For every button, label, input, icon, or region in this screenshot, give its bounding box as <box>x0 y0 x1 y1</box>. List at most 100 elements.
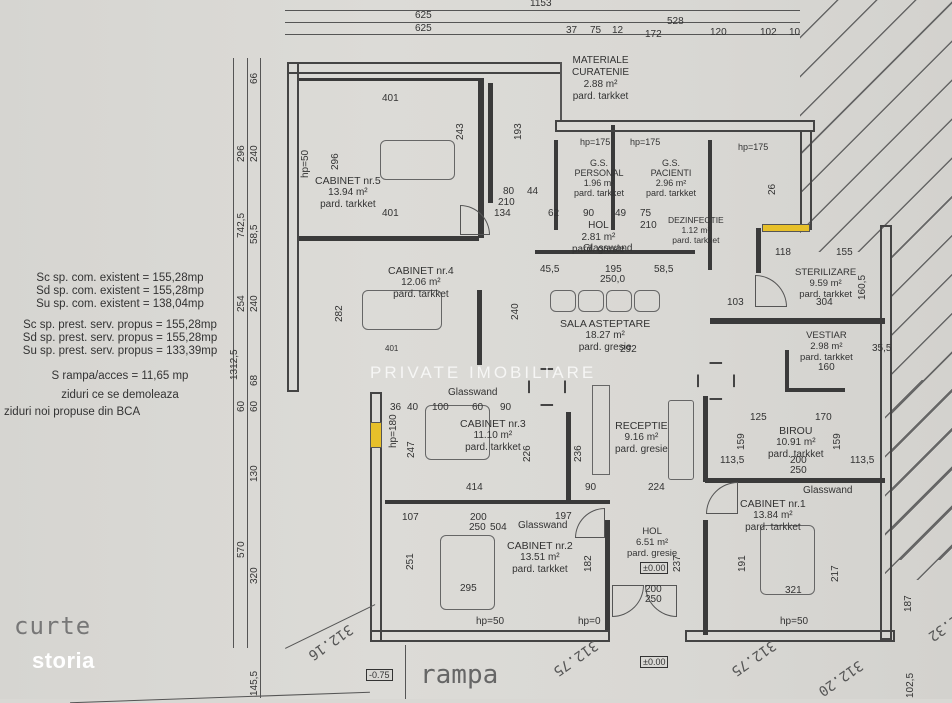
dim: 120 <box>710 27 727 38</box>
storia-logo: storia <box>32 648 95 673</box>
courtyard-label: curte <box>14 612 92 640</box>
dim: 155 <box>836 247 853 258</box>
dim: 210 <box>640 220 657 231</box>
room-area: 6.51 m² <box>635 537 669 548</box>
level-marker-interior: ±0.00 <box>640 562 669 574</box>
dim: hp=180 <box>388 414 399 448</box>
legend-demolish: ziduri ce se demoleaza <box>61 389 179 401</box>
waiting-chair <box>606 290 632 312</box>
door-swing <box>575 508 605 538</box>
dim: 296 <box>236 145 247 162</box>
outer-wall-bottom-right <box>685 630 895 642</box>
door-swing <box>612 585 644 617</box>
dim: 118 <box>775 247 791 258</box>
glasswand-label: Glasswand <box>518 520 568 531</box>
room-area: 9.59 m² <box>809 278 842 289</box>
room-area: 13.84 m² <box>753 510 793 521</box>
dim: 250 <box>469 522 486 533</box>
waiting-chair <box>578 290 604 312</box>
dim: 10 <box>789 27 801 38</box>
dim-line-left-inner <box>260 58 261 698</box>
dim: 401 <box>382 208 399 219</box>
dim: 282 <box>334 305 345 322</box>
wall-vestiar-left <box>785 350 789 390</box>
room-area: 2.98 m² <box>810 341 843 352</box>
room-cabinet-5: CABINET nr.5 13.94 m² pard. tarkket <box>315 175 381 211</box>
dim-row2-right: 528 <box>667 16 684 27</box>
wall-hol-left <box>535 250 695 254</box>
dim: 103 <box>727 297 744 308</box>
dim: 60 <box>472 402 484 413</box>
dim-line-total <box>285 10 800 11</box>
dim: 240 <box>249 145 260 162</box>
room-area: 10.91 m² <box>776 437 816 448</box>
dim: 160 <box>818 362 835 373</box>
dim: 107 <box>402 512 419 523</box>
wall-c3-right <box>566 412 571 504</box>
glasswand-label: Glasswand <box>803 485 853 496</box>
room-sterilizare: STERILIZARE 9.59 m² pard. tarkket <box>795 267 856 300</box>
wall-c5-top <box>299 78 479 81</box>
dim: 45,5 <box>540 264 560 275</box>
door-swing <box>706 482 738 514</box>
legend-line: Sc sp. prest. serv. propus = 155,28mp <box>23 319 217 331</box>
dim-line-row2 <box>285 22 800 23</box>
dental-chair-c3 <box>425 405 490 460</box>
elevation-label: 312.75 <box>727 636 779 680</box>
wall-wc-mid <box>611 125 615 230</box>
dim: 414 <box>466 482 483 493</box>
room-floor: pard. tarkket <box>646 188 697 198</box>
room-area: 2.88 m² <box>583 79 618 90</box>
reception-desk <box>592 385 610 475</box>
dim: hp=50 <box>780 616 809 627</box>
dim: 40 <box>407 402 419 413</box>
receptie-chairs <box>668 400 694 480</box>
outer-wall-right <box>880 225 892 640</box>
room-cabinet-2: CABINET nr.2 13.51 m² pard. tarkket <box>507 540 573 576</box>
room-area: 11.10 m² <box>473 430 513 441</box>
dim: 36 <box>390 402 402 413</box>
elevation-label: 312.32 <box>924 601 952 645</box>
room-floor: pard. tarkket <box>745 522 801 533</box>
dim: hp=50 <box>476 616 505 627</box>
door-swing <box>755 275 787 307</box>
dim: 243 <box>455 123 466 140</box>
dental-chair-c4 <box>362 290 442 330</box>
dim: 210 <box>498 197 515 208</box>
wall-ster-bottom <box>710 318 885 324</box>
room-gs-pacienti: G.S. PACIENTI 2.96 m² pard. tarkket <box>646 158 696 198</box>
dim: 742,5 <box>236 212 247 238</box>
dim: 159 <box>736 433 747 450</box>
room-area: 18.27 m² <box>585 330 625 341</box>
room-name: STERILIZARE <box>795 267 857 278</box>
glasswand-label: Glasswand <box>583 243 633 254</box>
room-cabinet-3: CABINET nr.3 11.10 m² pard. tarkket <box>460 418 526 454</box>
dim: 226 <box>522 445 533 462</box>
wall-c3-bottom <box>385 500 610 504</box>
legend-line: Sc sp. com. existent = 155,28mp <box>36 272 204 284</box>
room-receptie: RECEPTIE 9.16 m² pard. gresie <box>615 420 668 456</box>
room-floor: pard. gresie <box>627 548 678 559</box>
wall-vestiar-bottom <box>785 388 845 392</box>
legend-line: Su sp. com. existent = 138,04mp <box>36 298 204 310</box>
wall-c1-left <box>703 520 708 635</box>
dim: 60 <box>249 400 260 412</box>
dim: 224 <box>648 482 665 493</box>
outer-wall-top-left <box>287 62 562 74</box>
room-floor: pard. tarkket <box>465 442 521 453</box>
room-name: VESTIAR <box>806 330 847 341</box>
room-name: CABINET nr.2 <box>507 540 573 552</box>
room-area: 1.96 m² <box>583 178 615 188</box>
room-floor: pard. tarkket <box>574 188 625 198</box>
room-name: G.S. <box>590 158 609 168</box>
room-floor: pard. gresie <box>572 244 625 255</box>
dim: 625 <box>415 23 432 34</box>
dim: 504 <box>490 522 507 533</box>
dim: 62 <box>548 208 560 219</box>
elevation-label: 312.20 <box>814 656 866 700</box>
room-floor: pard. tarkket <box>768 449 824 460</box>
room-name: CABINET nr.3 <box>460 418 526 430</box>
dim: 58,5 <box>249 224 260 244</box>
dim-row2-left: 625 <box>415 10 432 21</box>
door-swing <box>460 205 490 235</box>
